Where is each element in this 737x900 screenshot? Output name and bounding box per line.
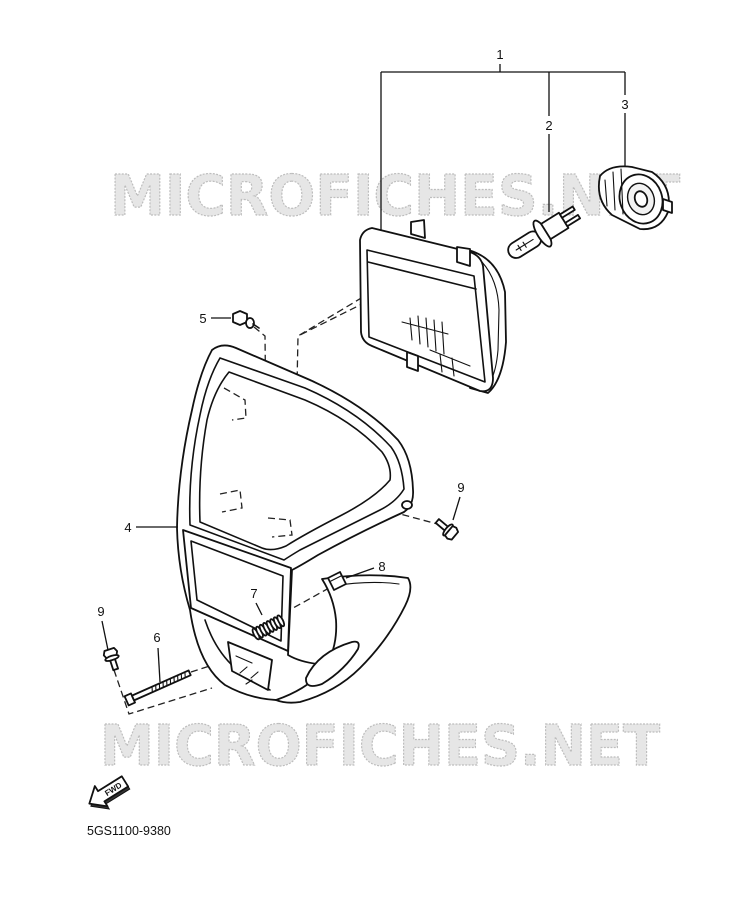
cowl-chin-bracket	[227, 641, 273, 691]
callout-3: 3	[621, 97, 628, 112]
cowl-window-inner	[198, 371, 392, 551]
nut-8-edge	[330, 575, 342, 582]
headlight-connector-tab-left	[410, 219, 426, 239]
cowl-hidden-mount-upper	[223, 387, 247, 421]
assembly-line-bolt-9-left	[113, 669, 213, 715]
headlight-lens	[367, 261, 477, 290]
watermark-top: MICROFICHES.NET	[110, 164, 680, 229]
assembly-line-nut-8	[285, 587, 330, 613]
socket-ribs	[604, 168, 624, 215]
spring-7	[251, 614, 286, 641]
diagram-code: 5GS1100-9380	[87, 824, 171, 838]
leader-line-9-left	[101, 620, 109, 651]
headlight-unit	[359, 219, 507, 394]
bolt-9-left	[102, 646, 120, 672]
callout-bracket-1	[380, 64, 626, 232]
cowl-plate-area	[182, 529, 292, 652]
callout-2: 2	[545, 118, 552, 133]
nut-8-body	[327, 571, 347, 591]
headlight-cowl	[176, 344, 414, 704]
cowl-fin-cutout	[305, 640, 360, 687]
callout-4: 4	[124, 520, 131, 535]
callout-5: 5	[199, 311, 206, 326]
socket-center	[633, 190, 649, 208]
cowl-side-fin	[275, 574, 412, 704]
assembly-line-screw-6	[190, 659, 229, 673]
spring-coil	[276, 614, 286, 628]
cowl-side-mount	[401, 500, 413, 510]
callout-7: 7	[250, 586, 257, 601]
nut-8	[327, 571, 347, 591]
leader-line-6	[157, 647, 161, 683]
leader-line-1	[380, 64, 625, 232]
bulb-base	[540, 211, 570, 241]
leader-lines	[101, 317, 461, 683]
leader-line-8	[345, 567, 375, 579]
screw-6-threads	[151, 671, 186, 693]
headlight-lens-pattern	[401, 315, 471, 377]
leader-line-9-right	[452, 496, 461, 521]
leader-line-7	[255, 602, 263, 616]
cowl-window-frame	[188, 357, 405, 561]
screw-6	[123, 669, 192, 707]
cowl-chin-bracket-detail	[235, 655, 259, 685]
cowl-plate-area-inner	[190, 540, 284, 642]
bulb-filament	[515, 238, 534, 251]
screw-6-shaft	[131, 669, 192, 702]
callout-9-right: 9	[457, 480, 464, 495]
headlight-connector-tab-right	[456, 246, 471, 267]
bolt-5-washer	[245, 317, 255, 329]
bolt-5-head	[232, 310, 248, 326]
bulb-socket	[597, 165, 673, 231]
cowl-hidden-mount-center	[267, 517, 293, 538]
fwd-arrow-shape	[88, 775, 130, 808]
socket-tab	[662, 198, 673, 214]
headlight-bottom-tab	[406, 351, 419, 372]
bolt-5	[232, 310, 260, 329]
callout-8: 8	[378, 559, 385, 574]
watermark-bottom: MICROFICHES.NET	[100, 714, 660, 779]
callout-1: 1	[496, 47, 503, 62]
callout-9-left: 9	[97, 604, 104, 619]
bolt-9-right	[434, 518, 460, 541]
cowl-hidden-mount-lower	[219, 489, 243, 513]
headlight-bulb	[507, 205, 581, 259]
bulb-prong-upper	[559, 205, 576, 219]
fwd-arrow: FWD	[88, 775, 131, 810]
headlight-rim	[366, 249, 486, 383]
assembly-line-headlight-lower	[297, 301, 367, 337]
callout-6: 6	[153, 630, 160, 645]
bulb-prong-lower	[564, 214, 581, 228]
bolt-5-shaft	[252, 323, 260, 329]
bolt-9-left-shaft	[109, 658, 119, 672]
bolt-9-right-head	[444, 525, 460, 541]
